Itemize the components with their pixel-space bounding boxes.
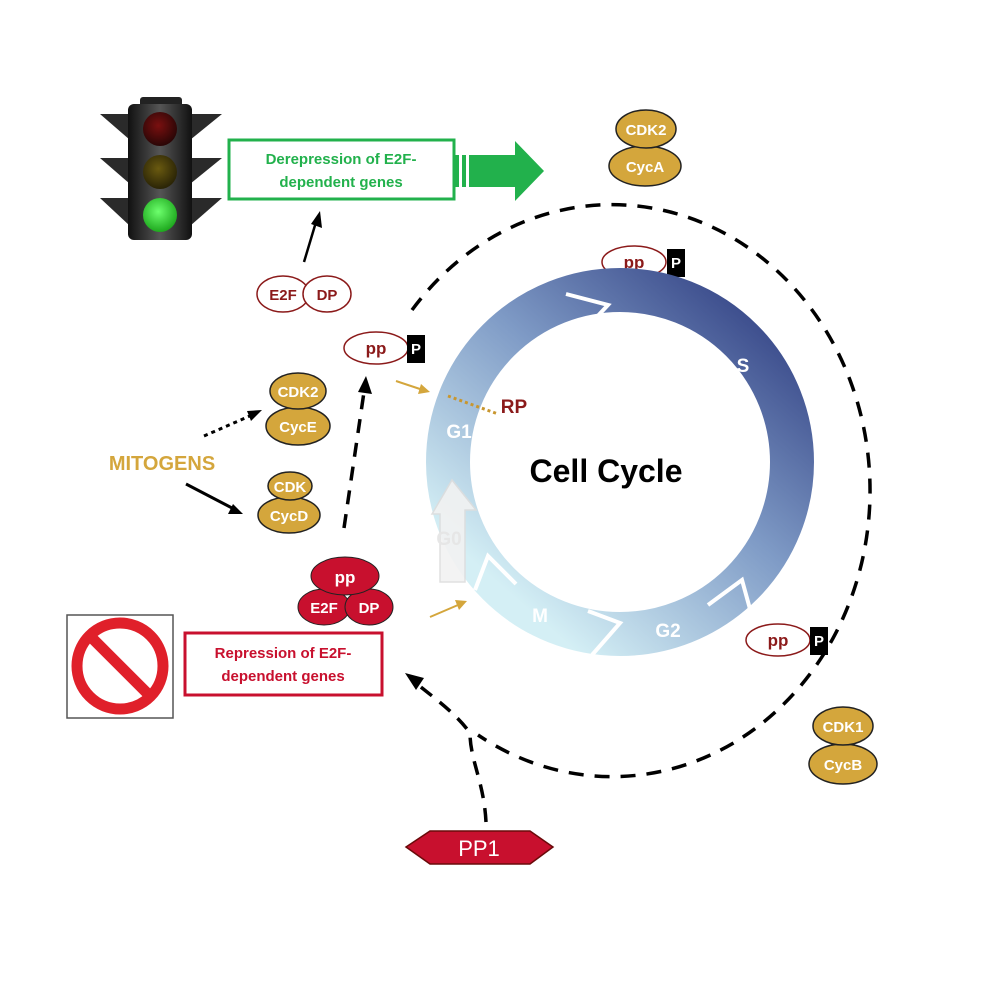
no-entry-icon: [66, 614, 174, 719]
green-light: [143, 198, 177, 232]
cycd-label: CycD: [270, 508, 309, 525]
mitogens-label: MITOGENS: [109, 453, 215, 475]
e2f-label: E2F: [269, 287, 297, 304]
phase-g0: G0: [436, 529, 461, 550]
pp-bound-label: pp: [335, 568, 356, 587]
cdk2-cyca-complex: CDK2 CycA: [608, 109, 682, 187]
arrow-mitogens-cycd: [185, 482, 243, 514]
phase-g1: G1: [446, 422, 472, 443]
pp-left-label: pp: [366, 339, 387, 358]
dp-bound-label: DP: [359, 600, 380, 617]
pp-right-label: pp: [768, 631, 789, 650]
cdk-label: CDK: [274, 479, 307, 496]
phase-m: M: [532, 606, 548, 627]
dashed-arrow-phosphorylation: [342, 376, 372, 529]
repression-box: Repression of E2F- dependent genes: [183, 631, 384, 697]
pp1-label: PP1: [458, 836, 500, 861]
pp-p-left: pp P: [343, 331, 425, 365]
repression-line1: Repression of E2F-: [215, 645, 352, 662]
green-arrow: [455, 141, 544, 201]
cyca-label: CycA: [626, 159, 665, 176]
cdk2-label: CDK2: [626, 122, 667, 139]
derepression-line2: dependent genes: [279, 174, 402, 191]
cyce-label: CycE: [279, 419, 317, 436]
g0-arrow: [430, 478, 478, 583]
outer-dashed-cycle: [410, 202, 872, 779]
traffic-light-icon: [100, 97, 222, 240]
derepression-box: Derepression of E2F- dependent genes: [227, 138, 456, 201]
cdk1-cycb-complex: CDK1 CycB: [808, 706, 878, 785]
phase-s: S: [737, 356, 750, 377]
derepression-line1: Derepression of E2F-: [266, 151, 417, 168]
pp-p-right: pp P: [745, 623, 828, 657]
arrow-e2f-to-derepression: [302, 211, 322, 263]
gold-arrow-g1: [395, 380, 430, 394]
rp-marker: [447, 394, 499, 416]
p-left-label: P: [411, 341, 421, 358]
cycb-label: CycB: [824, 757, 863, 774]
cdk2-cyce-complex: CDK2 CycE: [265, 372, 331, 446]
pp-e2f-dp-complex: pp E2F DP: [297, 556, 394, 626]
e2f-dp-free: E2F DP: [256, 275, 352, 313]
pp1-enzyme: PP1: [404, 830, 555, 865]
cell-cycle-ring: [426, 268, 814, 657]
yellow-light: [143, 155, 177, 189]
cell-cycle-title: Cell Cycle: [530, 453, 683, 489]
pp-top-label: pp: [624, 253, 645, 272]
red-light: [143, 112, 177, 146]
pp1-dashed-arrow: [405, 673, 488, 823]
p-right-label: P: [814, 633, 824, 650]
rp-label: RP: [501, 397, 528, 418]
repression-line2: dependent genes: [221, 668, 344, 685]
p-top-label: P: [671, 255, 681, 272]
e2f-bound-label: E2F: [310, 600, 338, 617]
phase-g2: G2: [655, 621, 680, 642]
dp-label: DP: [317, 287, 338, 304]
dotted-arrow-mitogens-cyce: [203, 410, 262, 438]
gold-arrow-g0: [429, 600, 467, 618]
cdk2-e-label: CDK2: [278, 384, 319, 401]
cdk1-label: CDK1: [823, 719, 864, 736]
cdk-cycd-complex: CDK CycD: [257, 471, 321, 534]
